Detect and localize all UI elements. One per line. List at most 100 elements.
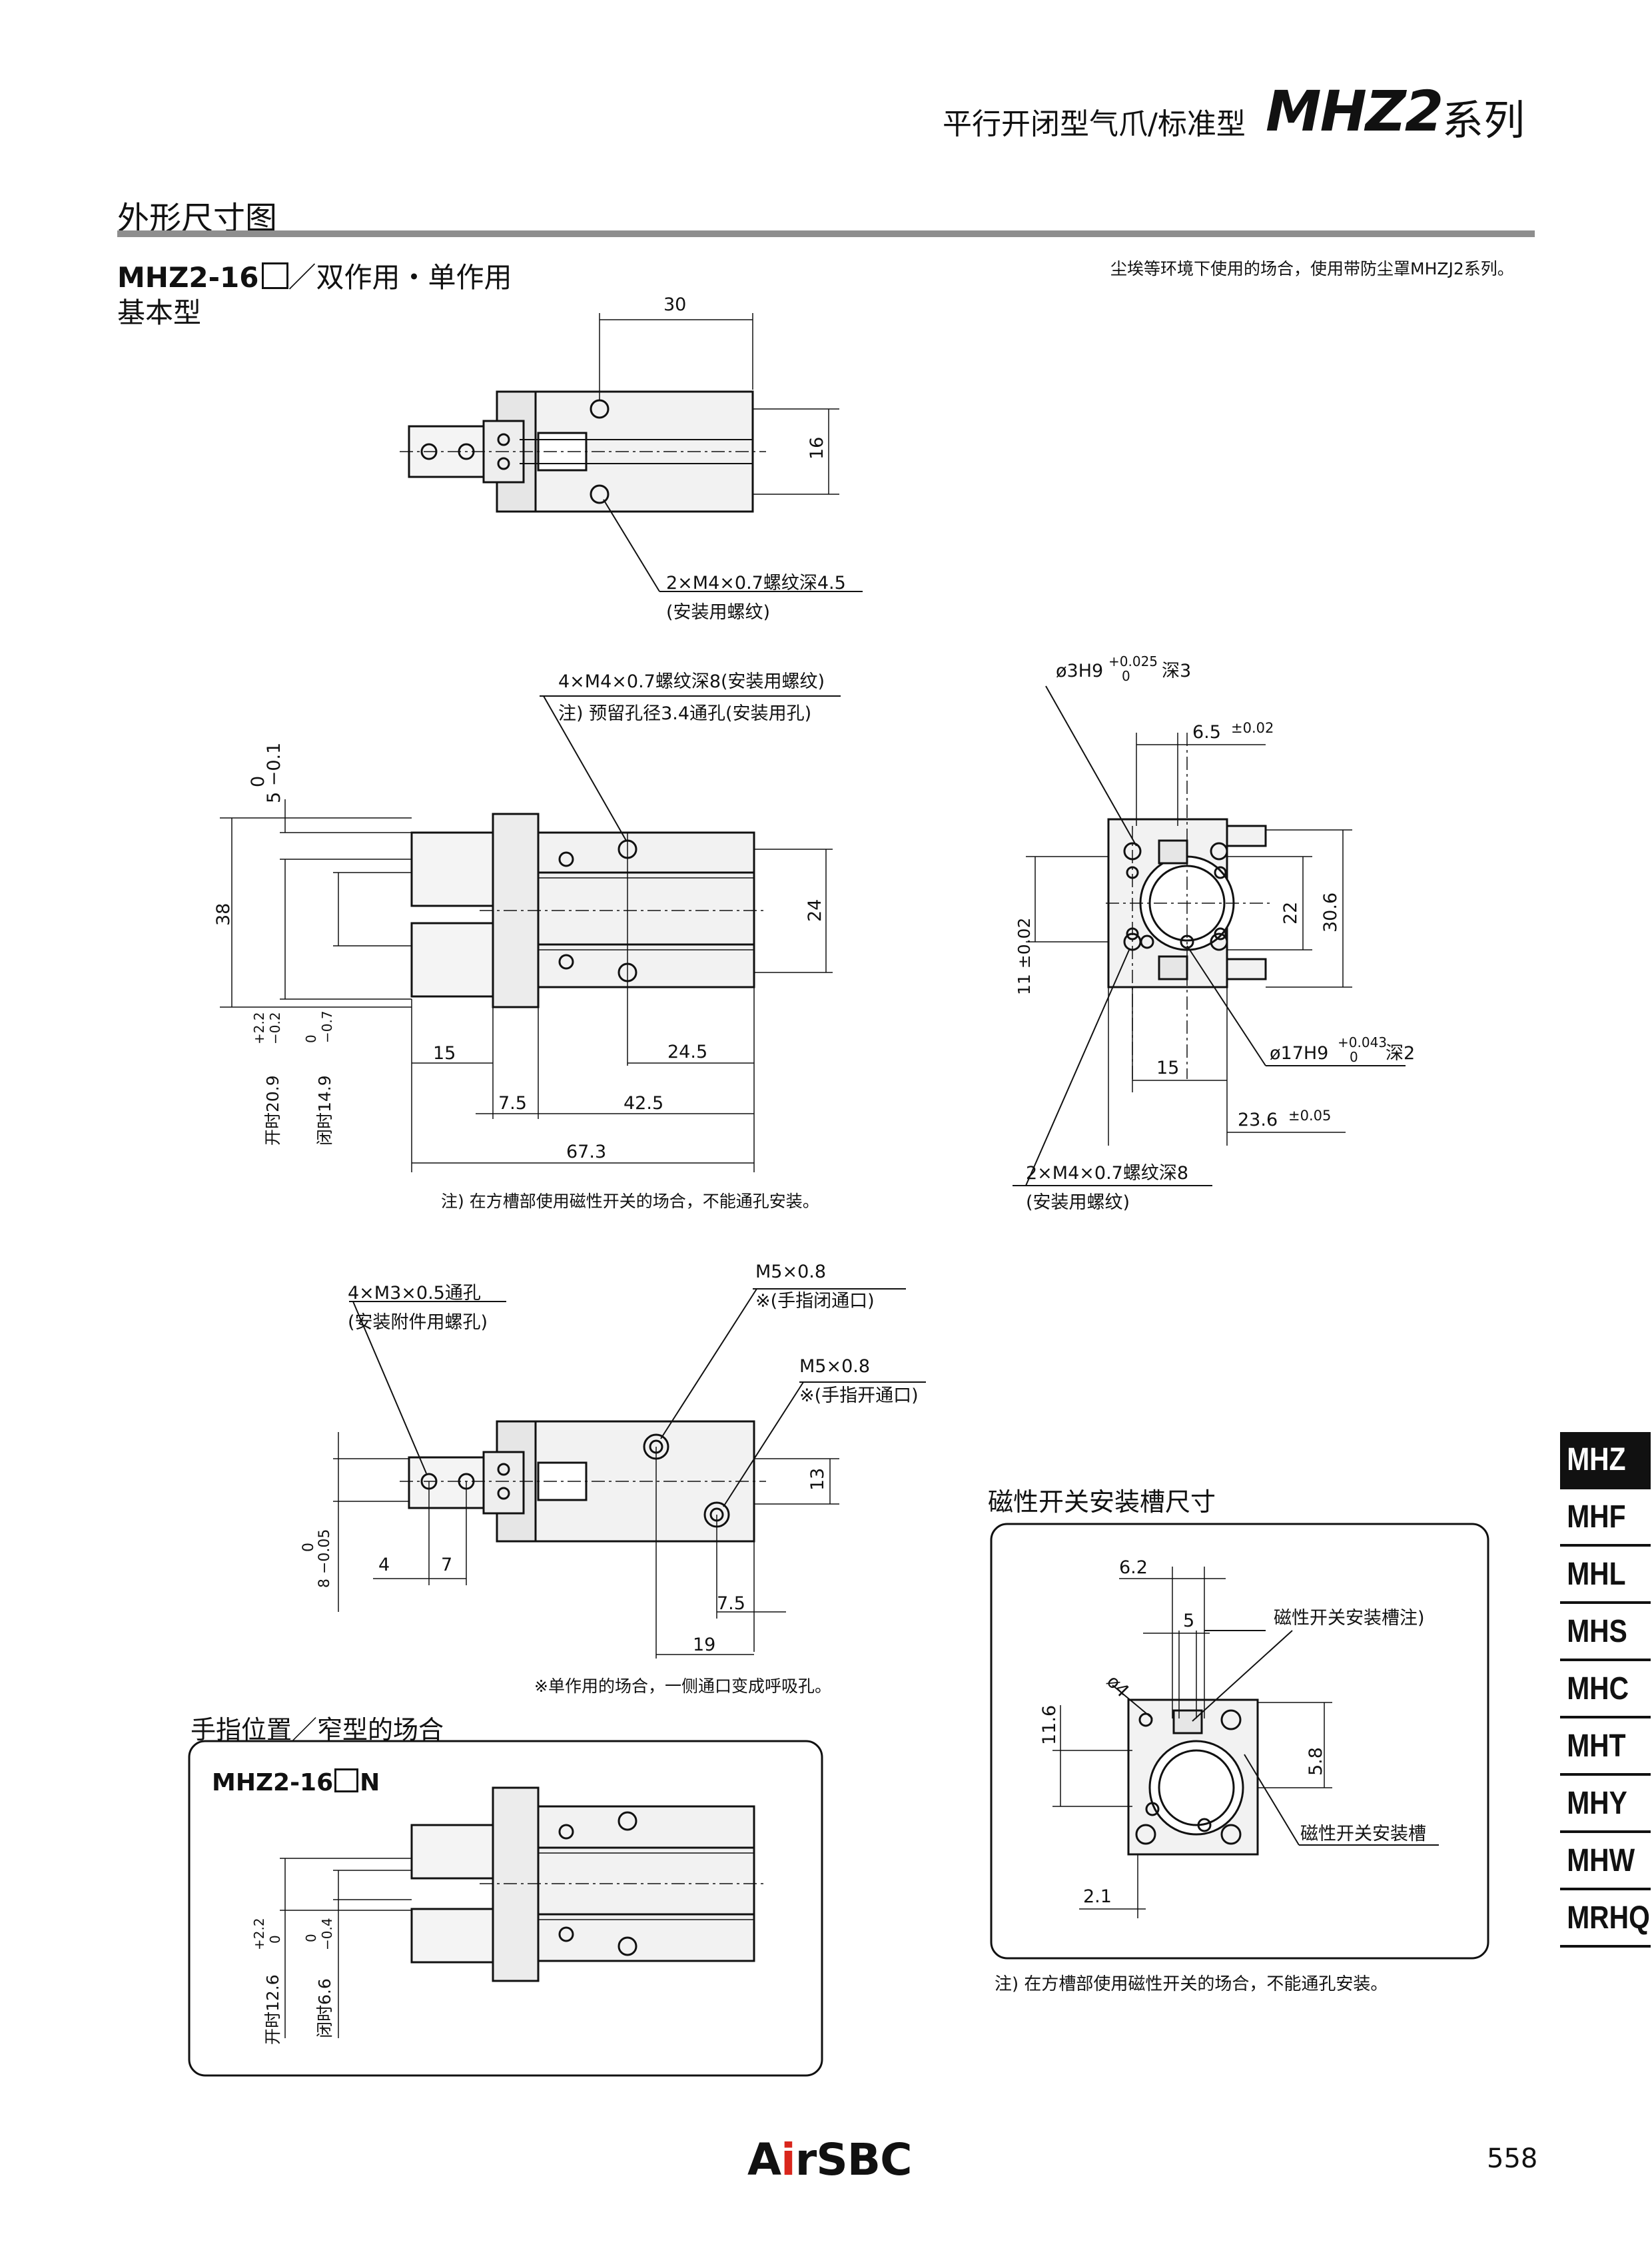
dim-23-6-tol: ±0.05 [1288, 1108, 1331, 1124]
dim-30-6: 30.6 [1320, 893, 1341, 933]
tab-mhs[interactable]: MHS [1560, 1604, 1651, 1661]
bore-tol-dn: 0 [1350, 1049, 1358, 1065]
tab-mhy[interactable]: MHY [1560, 1776, 1651, 1833]
dim-13: 13 [807, 1468, 828, 1491]
dim-16: 16 [807, 437, 827, 460]
tab-mhc[interactable]: MHC [1560, 1661, 1651, 1718]
close-label: 闭时14.9 [315, 1075, 334, 1146]
front-body [537, 831, 755, 988]
slot-dim-6-2: 6.2 [1119, 1557, 1148, 1578]
dim-6-5: 6.5 [1192, 722, 1221, 743]
port-note: ※单作用的场合，一侧通口变成呼吸孔。 [534, 1677, 831, 1696]
tab-mht[interactable]: MHT [1560, 1718, 1651, 1776]
port1-spec: M5×0.8 [755, 1262, 826, 1282]
port2-spec: M5×0.8 [799, 1356, 870, 1377]
dim-7-5: 7.5 [498, 1093, 527, 1114]
product-title: 平行开闭型气爪/标准型 [943, 107, 1246, 141]
close-tol-dn: −0.7 [319, 1010, 335, 1043]
main-model-subtype: 基本型 [117, 296, 202, 329]
hole-tol-up: +0.025 [1108, 653, 1158, 669]
open-label: 开时20.9 [263, 1075, 282, 1146]
tab-mhw[interactable]: MHW [1560, 1833, 1651, 1890]
open-tol-up: +2.2 [251, 1012, 267, 1044]
hole-depth: 深3 [1162, 661, 1191, 681]
fg-close-tol-up: 0 [303, 1934, 319, 1942]
dim-6-5-tol: ±0.02 [1231, 720, 1274, 736]
port-dim-7-5: 7.5 [717, 1593, 745, 1614]
top-callout-1: 2×M4×0.7螺纹深4.5 [666, 573, 846, 593]
front-finger-upper [410, 831, 494, 907]
top-hole [590, 399, 610, 419]
page-number: 558 [1487, 2143, 1538, 2174]
model-placeholder-box [261, 262, 288, 289]
port-tol-a: 0 [300, 1543, 317, 1552]
side-view-drawing [1013, 685, 1406, 1186]
fg-model-placeholder-box [334, 1768, 359, 1792]
port-tol-b: 8 −0.05 [316, 1529, 333, 1588]
front-callout-1: 4×M4×0.7螺纹深8(安装用螺纹) [558, 671, 825, 692]
side-callout-1: 2×M4×0.7螺纹深8 [1026, 1163, 1188, 1184]
port-callout-a1: 4×M3×0.5通孔 [348, 1283, 481, 1304]
front-view-drawing [220, 695, 841, 1172]
fg-open-tol-dn: 0 [267, 1935, 283, 1944]
dim-38: 38 [213, 903, 234, 926]
bore-spec: ø17H9 [1270, 1043, 1328, 1064]
slot-dim-5-8: 5.8 [1306, 1747, 1326, 1776]
slot-dim-5: 5 [1183, 1611, 1194, 1631]
brand-logo: AirSBC [747, 2134, 913, 2185]
open-tol-dn: −0.2 [267, 1012, 283, 1044]
front-note: 注) 在方槽部使用磁性开关的场合，不能通孔安装。 [441, 1192, 819, 1211]
switch-slot-panel [990, 1523, 1489, 1960]
dim-22: 22 [1280, 902, 1301, 925]
tab-mrhq[interactable]: MRHQ [1560, 1890, 1651, 1948]
bore-tol-up: +0.043 [1338, 1034, 1387, 1050]
dim-7: 7 [441, 1555, 452, 1575]
fg-open-tol-up: +2.2 [251, 1918, 267, 1950]
dim-24: 24 [805, 899, 825, 922]
front-tol-b: 5 −0.1 [264, 743, 284, 803]
switch-slot-note: 注) 在方槽部使用磁性开关的场合，不能通孔安装。 [995, 1974, 1388, 1994]
switch-slot-title: 磁性开关安装槽尺寸 [988, 1487, 1216, 1517]
dim-15: 15 [433, 1043, 456, 1064]
slot-label-note: 磁性开关安装槽注) [1274, 1608, 1425, 1629]
slot-label: 磁性开关安装槽 [1300, 1824, 1426, 1844]
switch-slot-drawing [1052, 1567, 1439, 1918]
top-view-drawing [400, 313, 863, 592]
fg-open-label: 开时12.6 [263, 1974, 282, 2045]
tab-mhf[interactable]: MHF [1560, 1489, 1651, 1547]
fg-close-tol-dn: −0.4 [319, 1918, 335, 1950]
section-rule [117, 230, 1535, 237]
dust-note: 尘埃等环境下使用的场合，使用带防尘罩MHZJ2系列。 [1110, 259, 1514, 278]
port1-note: ※(手指闭通口) [755, 1291, 875, 1311]
front-finger-lower [410, 922, 494, 998]
slot-dim-11-6: 11.6 [1039, 1705, 1060, 1745]
slot-dim-2-1: 2.1 [1083, 1886, 1112, 1907]
port-view-drawing [333, 1288, 926, 1659]
bore-depth: 深2 [1386, 1043, 1415, 1064]
dim-30: 30 [663, 294, 686, 315]
port2-note: ※(手指开通口) [799, 1385, 919, 1406]
front-tol-a: 0 [248, 776, 268, 787]
top-callout-2: (安装用螺纹) [666, 602, 770, 623]
slot-dim-phi4: ø4 [1102, 1671, 1133, 1702]
tab-mhz[interactable]: MHZ [1560, 1432, 1651, 1489]
series-label: 系列 [1442, 96, 1525, 145]
finger-narrow-title: 手指位置／窄型的场合 [191, 1715, 444, 1744]
hole-tol-dn: 0 [1122, 668, 1130, 684]
side-callout-2: (安装用螺纹) [1026, 1192, 1130, 1213]
hole-spec: ø3H9 [1056, 661, 1103, 681]
port-callout-a2: (安装附件用螺孔) [348, 1312, 488, 1333]
tab-mhl[interactable]: MHL [1560, 1547, 1651, 1604]
close-tol-up: 0 [303, 1034, 319, 1043]
main-model-name: MHZ2-16／双作用・单作用 [117, 261, 512, 294]
dim-23-6: 23.6 [1238, 1110, 1278, 1130]
dim-42-5: 42.5 [623, 1093, 663, 1114]
fg-close-label: 闭时6.6 [315, 1978, 334, 2038]
dim-19: 19 [693, 1635, 715, 1655]
model-title: MHZ2 [1266, 79, 1444, 144]
side-dim-15: 15 [1156, 1058, 1179, 1078]
series-index-tabs: MHZ MHF MHL MHS MHC MHT MHY MHW MRHQ [1560, 1432, 1652, 1948]
